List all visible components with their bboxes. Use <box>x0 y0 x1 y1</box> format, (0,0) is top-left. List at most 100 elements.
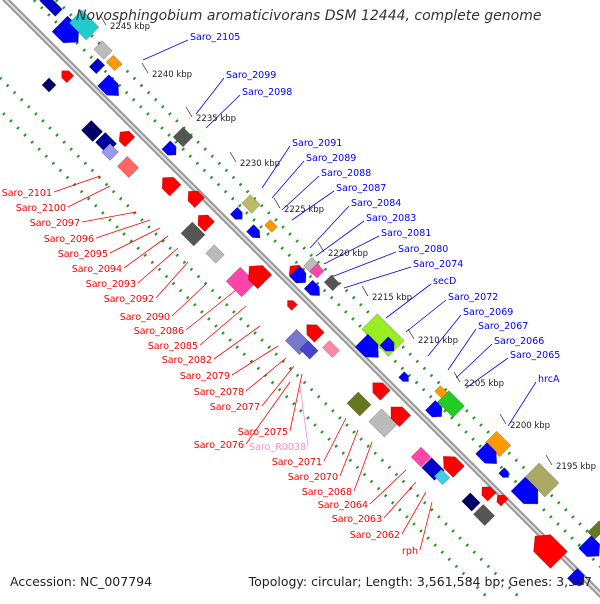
forward-label-leader <box>353 441 373 492</box>
reverse-gene-label: Saro_2091 <box>292 138 342 149</box>
forward-gene-label: Saro_2092 <box>104 294 154 305</box>
forward-gene-label: Saro_2078 <box>194 387 244 398</box>
gene-feature <box>264 219 278 233</box>
forward-gene-label: Saro_2090 <box>120 312 170 323</box>
reverse-label-leader <box>291 190 335 221</box>
reverse-gene-label: hrcA <box>538 374 560 385</box>
reverse-label-leader <box>427 314 462 357</box>
reverse-gene-label: Saro_2099 <box>226 70 276 81</box>
gene-feature <box>433 468 451 486</box>
reverse-label-leader <box>271 160 305 199</box>
forward-gene-label: Saro_2094 <box>72 264 122 275</box>
gene-feature <box>379 336 395 352</box>
kbp-tick-label: 2220 kbp <box>328 249 368 259</box>
gene-feature <box>461 492 481 512</box>
forward-gene-label: Saro_2095 <box>58 249 108 260</box>
forward-gene-label: Saro_2100 <box>16 203 66 214</box>
label-leader-lines <box>53 39 537 551</box>
forward-label-leader <box>323 417 347 462</box>
gene-feature <box>524 462 560 498</box>
gene-feature <box>116 155 140 179</box>
gene-feature <box>309 263 325 279</box>
reverse-label-leader <box>455 343 493 379</box>
reverse-gene-label: Saro_2088 <box>321 168 371 179</box>
reverse-gene-label: Saro_2067 <box>478 321 528 332</box>
dotted-track-2 <box>0 75 524 602</box>
forward-label-leader <box>95 219 151 239</box>
gene-feature <box>481 486 497 502</box>
gene-feature <box>322 340 340 358</box>
reverse-label-leader <box>507 381 537 427</box>
forward-label-leader <box>245 357 287 392</box>
gene-feature <box>533 534 568 569</box>
forward-gene-label: Saro_2071 <box>272 457 322 468</box>
forward-gene-label: Saro_2077 <box>210 402 260 413</box>
forward-label-leader <box>299 385 309 447</box>
kbp-tick-label: 2235 kbp <box>196 114 236 124</box>
gene-feature <box>246 224 261 239</box>
gene-feature <box>566 567 585 586</box>
reverse-gene-label: secD <box>433 276 456 287</box>
forward-label-leader <box>123 235 169 269</box>
gene-feature <box>354 333 379 358</box>
reverse-gene-label: Saro_2066 <box>494 336 544 347</box>
forward-gene-label: Saro_2096 <box>44 234 94 245</box>
forward-gene-label: rph <box>402 546 418 557</box>
forward-label-leader <box>67 185 111 208</box>
gene-feature <box>306 324 325 343</box>
reverse-label-leader <box>315 220 365 257</box>
reverse-label-leader <box>343 266 412 289</box>
forward-label-leader <box>171 283 207 317</box>
reverse-gene-label: Saro_2105 <box>190 32 240 43</box>
dotted-track-3 <box>32 0 600 569</box>
forward-label-leader <box>185 289 237 331</box>
reverse-gene-label: Saro_2084 <box>351 198 401 209</box>
gene-feature <box>197 214 216 233</box>
forward-label-leader <box>137 247 179 284</box>
forward-gene-label: Saro_2085 <box>148 341 198 352</box>
gene-feature <box>39 0 63 17</box>
kbp-tick-mark <box>185 106 193 118</box>
gene-features <box>39 0 600 586</box>
gene-feature <box>101 143 119 161</box>
forward-gene-label: Saro_2076 <box>194 440 244 451</box>
reverse-label-leader <box>465 357 509 389</box>
forward-label-leader <box>289 373 303 432</box>
gene-feature <box>510 476 539 505</box>
forward-label-leader <box>419 501 433 551</box>
reverse-gene-label: Saro_2081 <box>381 228 431 239</box>
reverse-label-leader <box>447 328 477 371</box>
forward-gene-label: Saro_2068 <box>302 487 352 498</box>
gene-feature <box>105 54 123 72</box>
gene-feature <box>398 371 409 382</box>
forward-gene-label: Saro_2064 <box>318 500 368 511</box>
reverse-gene-label: Saro_2065 <box>510 350 560 361</box>
forward-gene-label: Saro_2070 <box>288 472 338 483</box>
gene-feature <box>118 130 136 148</box>
reverse-gene-label: Saro_2098 <box>242 87 292 98</box>
gene-feature <box>61 70 75 84</box>
kbp-tick-mark <box>499 413 507 425</box>
forward-label-leader <box>369 469 407 505</box>
gene-feature <box>68 9 100 41</box>
kbp-tick-label: 2230 kbp <box>240 159 280 169</box>
kbp-tick-mark <box>317 241 325 253</box>
rna-gene-label: Saro_R0038 <box>249 442 306 453</box>
gene-feature <box>498 467 509 478</box>
gene-feature <box>578 535 600 558</box>
reverse-label-leader <box>261 145 291 189</box>
kbp-tick-mark <box>545 454 553 466</box>
reverse-gene-label: Saro_2074 <box>413 259 463 270</box>
map-title: Novosphingobium aromaticivorans DSM 1244… <box>76 8 542 24</box>
gene-feature <box>346 391 372 417</box>
gene-feature <box>442 455 465 478</box>
reverse-gene-label: Saro_2072 <box>448 292 498 303</box>
gene-feature <box>587 520 600 540</box>
kbp-tick-label: 2240 kbp <box>152 70 192 80</box>
gene-feature <box>496 494 509 507</box>
forward-label-leader <box>53 175 101 193</box>
forward-gene-label: Saro_2075 <box>238 427 288 438</box>
gene-feature <box>205 244 225 264</box>
